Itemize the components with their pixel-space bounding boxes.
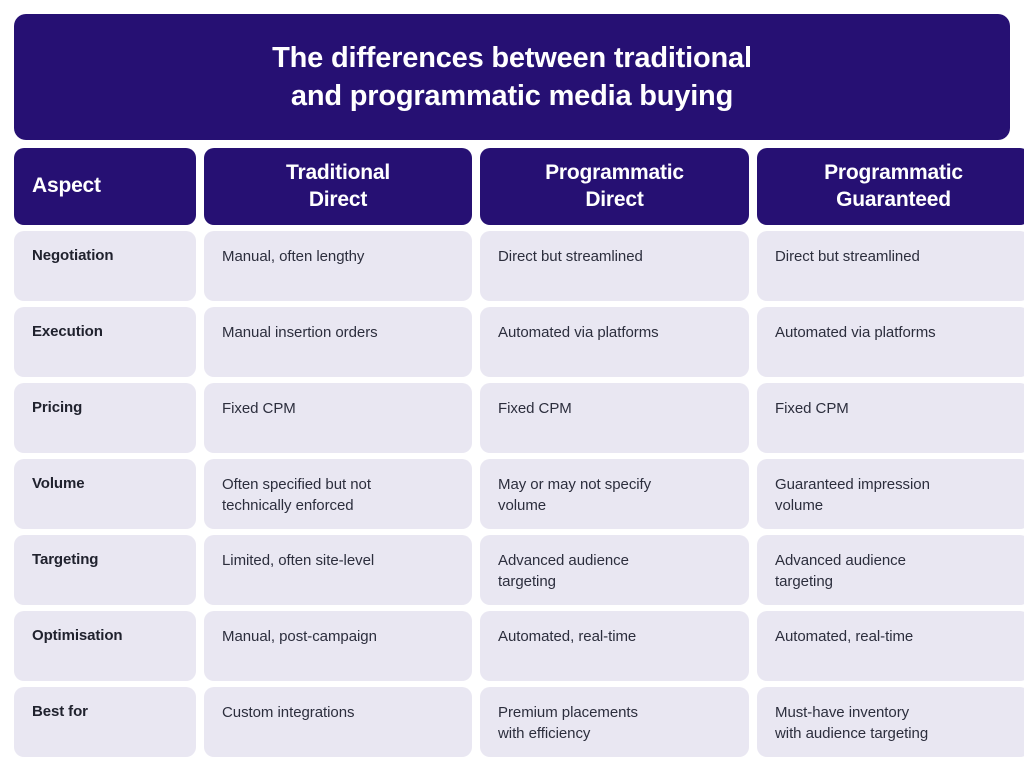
cell-value: Premium placements with efficiency [498,704,638,743]
cell-value: Automated, real-time [498,628,637,645]
column-header-programmatic-direct: Programmatic Direct [480,148,749,225]
table-row: Best for Custom integrations Premium pla… [14,687,1024,757]
table-row: Pricing Fixed CPM Fixed CPM Fixed CPM [14,383,1024,453]
cell-traditional-direct: Manual, often lengthy [204,231,472,301]
row-aspect-label: Targeting [32,551,99,568]
row-aspect-label: Volume [32,475,85,492]
column-header-label: Programmatic Guaranteed [824,161,963,211]
cell-programmatic-guaranteed: Automated, real-time [757,611,1024,681]
cell-programmatic-guaranteed: Must-have inventory with audience target… [757,687,1024,757]
row-aspect-label: Optimisation [32,627,123,644]
table-row: Targeting Limited, often site-level Adva… [14,535,1024,605]
column-header-label: Aspect [32,174,101,198]
table-row: Optimisation Manual, post-campaign Autom… [14,611,1024,681]
title-banner: The differences between traditional and … [14,14,1010,140]
cell-programmatic-direct: Automated via platforms [480,307,749,377]
cell-value: Automated via platforms [498,324,659,341]
cell-programmatic-guaranteed: Advanced audience targeting [757,535,1024,605]
row-aspect-label: Pricing [32,399,83,416]
cell-programmatic-direct: May or may not specify volume [480,459,749,529]
column-header-traditional-direct: Traditional Direct [204,148,472,225]
cell-traditional-direct: Manual insertion orders [204,307,472,377]
cell-value: Advanced audience targeting [498,552,629,591]
column-header-programmatic-guaranteed: Programmatic Guaranteed [757,148,1024,225]
cell-value: Manual, often lengthy [222,248,365,265]
column-header-label: Programmatic Direct [545,161,684,211]
cell-value: Guaranteed impression volume [775,476,930,515]
cell-programmatic-guaranteed: Automated via platforms [757,307,1024,377]
cell-programmatic-direct: Fixed CPM [480,383,749,453]
row-aspect-cell: Pricing [14,383,196,453]
cell-value: Advanced audience targeting [775,552,906,591]
table-row: Volume Often specified but not technical… [14,459,1024,529]
cell-value: May or may not specify volume [498,476,652,515]
cell-value: Fixed CPM [222,400,296,417]
table-row: Execution Manual insertion orders Automa… [14,307,1024,377]
row-aspect-cell: Negotiation [14,231,196,301]
row-aspect-cell: Best for [14,687,196,757]
row-aspect-cell: Targeting [14,535,196,605]
row-aspect-label: Negotiation [32,247,114,264]
cell-traditional-direct: Custom integrations [204,687,472,757]
cell-value: Manual, post-campaign [222,628,377,645]
cell-programmatic-direct: Advanced audience targeting [480,535,749,605]
cell-value: Automated, real-time [775,628,914,645]
page-title: The differences between traditional and … [272,41,752,112]
cell-programmatic-direct: Premium placements with efficiency [480,687,749,757]
table-row: Negotiation Manual, often lengthy Direct… [14,231,1024,301]
cell-traditional-direct: Manual, post-campaign [204,611,472,681]
cell-value: Manual insertion orders [222,324,378,341]
cell-value: Direct but streamlined [775,248,920,265]
column-header-label: Traditional Direct [286,161,390,211]
cell-programmatic-direct: Direct but streamlined [480,231,749,301]
row-aspect-label: Best for [32,703,88,720]
cell-value: Automated via platforms [775,324,936,341]
row-aspect-cell: Execution [14,307,196,377]
cell-programmatic-guaranteed: Direct but streamlined [757,231,1024,301]
cell-programmatic-direct: Automated, real-time [480,611,749,681]
row-aspect-label: Execution [32,323,103,340]
cell-programmatic-guaranteed: Fixed CPM [757,383,1024,453]
cell-traditional-direct: Often specified but not technically enfo… [204,459,472,529]
cell-value: Limited, often site-level [222,552,375,569]
cell-programmatic-guaranteed: Guaranteed impression volume [757,459,1024,529]
cell-value: Fixed CPM [498,400,572,417]
cell-traditional-direct: Fixed CPM [204,383,472,453]
cell-traditional-direct: Limited, often site-level [204,535,472,605]
cell-value: Fixed CPM [775,400,849,417]
cell-value: Must-have inventory with audience target… [775,704,929,743]
cell-value: Often specified but not technically enfo… [222,476,371,515]
table-header-row: Aspect Traditional Direct Programmatic D… [14,148,1024,225]
column-header-aspect: Aspect [14,148,196,225]
comparison-table: Aspect Traditional Direct Programmatic D… [14,148,1024,757]
cell-value: Custom integrations [222,704,355,721]
row-aspect-cell: Volume [14,459,196,529]
cell-value: Direct but streamlined [498,248,643,265]
row-aspect-cell: Optimisation [14,611,196,681]
